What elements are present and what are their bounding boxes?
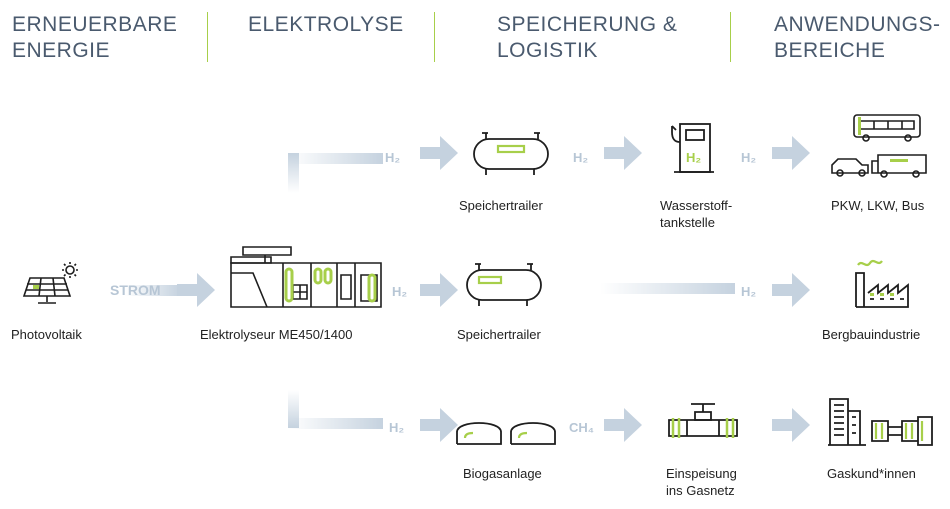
arrow-right-icon	[420, 136, 458, 170]
storage-trailer-icon	[466, 263, 542, 306]
solar-panel-icon	[22, 262, 78, 304]
column-separator	[730, 12, 731, 62]
arrow-right-icon	[604, 136, 642, 170]
column-title-electrolysis: ELEKTROLYSE	[248, 13, 404, 36]
arrow-right-icon	[420, 408, 458, 442]
building-gas-icon	[828, 398, 933, 446]
connector-top-line	[288, 153, 383, 193]
arrow-right-icon	[772, 408, 810, 442]
factory-icon	[855, 259, 909, 308]
connector-mid-line	[600, 283, 735, 294]
column-title-applications: ANWENDUNGS- BEREICHE	[774, 13, 941, 62]
arrow-right-icon	[604, 408, 642, 442]
flow-label-h2: H₂	[392, 284, 408, 299]
column-title-storage-logistics: SPEICHERUNG & LOGISTIK	[497, 13, 678, 62]
vehicles-bus-truck-car-icon	[831, 114, 927, 178]
arrow-right-icon	[420, 273, 458, 307]
flow-label-h2: H₂	[385, 150, 401, 165]
node-label-mining: Bergbauindustrie	[822, 327, 921, 342]
flow-label-h2: H₂	[573, 150, 589, 165]
flow-label-ch4: CH₄	[569, 420, 594, 435]
node-label-photovoltaik: Photovoltaik	[11, 327, 82, 342]
column-separator	[434, 12, 435, 62]
arrow-right-icon	[177, 273, 215, 307]
flow-label-h2: H₂	[389, 420, 405, 435]
column-separator	[207, 12, 208, 62]
node-label-vehicles: PKW, LKW, Bus	[831, 198, 925, 213]
hydrogen-pump-icon: H₂	[671, 123, 714, 173]
column-title-renewable-energy: ERNEUERBARE ENERGIE	[12, 13, 178, 62]
node-label-biogas: Biogasanlage	[463, 466, 542, 481]
flow-label-strom: STROM	[110, 282, 161, 298]
flow-label-h2: H₂	[741, 150, 757, 165]
electrolyser-icon	[230, 246, 382, 308]
gas-pipe-valve-icon	[668, 403, 738, 438]
pump-h2-text: H₂	[686, 150, 701, 165]
node-label-storage-trailer: Speichertrailer	[457, 327, 541, 342]
flow-label-h2: H₂	[741, 284, 757, 299]
node-label-electrolyser: Elektrolyseur ME450/1400	[200, 327, 353, 342]
node-label-gas-grid: Einspeisung ins Gasnetz	[666, 466, 737, 498]
connector-strom-line	[125, 285, 180, 296]
node-label-hydrogen-station: Wasserstoff- tankstelle	[660, 198, 733, 230]
node-label-gas-customers: Gaskund*innen	[827, 466, 916, 481]
biogas-dome-icon	[456, 422, 556, 445]
storage-trailer-icon	[473, 132, 549, 175]
arrow-right-icon	[772, 136, 810, 170]
connector-bottom-line	[288, 390, 383, 429]
node-label-storage-trailer: Speichertrailer	[459, 198, 543, 213]
arrow-right-icon	[772, 273, 810, 307]
